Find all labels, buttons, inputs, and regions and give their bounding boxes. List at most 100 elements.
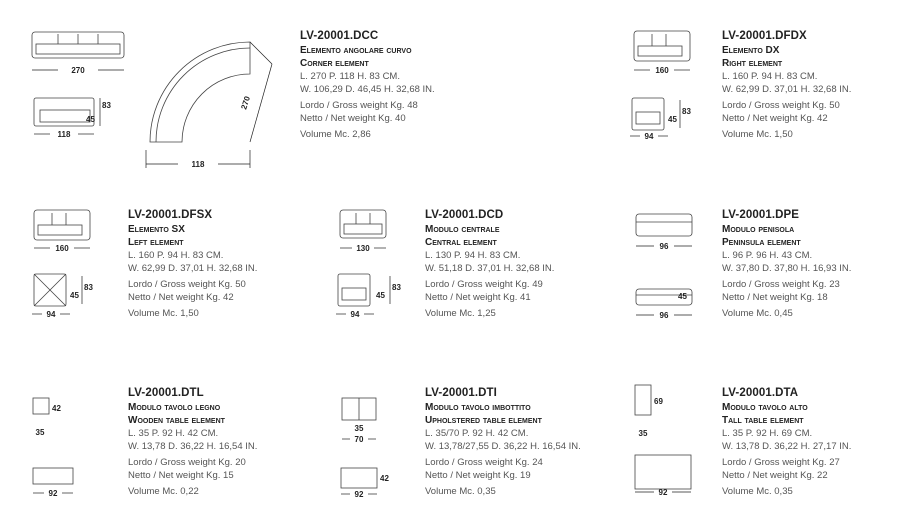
name-italian: Modulo tavolo imbottito	[425, 402, 531, 413]
dimensions-cm: L. 160 P. 94 H. 83 CM.	[128, 250, 224, 261]
depth-label: 96	[660, 311, 669, 320]
net-weight: Netto / Net weight Kg. 19	[425, 469, 531, 481]
spec-dfdx: LV-20001.DFDX Elemento DX Right element …	[722, 29, 851, 142]
height-label: 83	[102, 101, 111, 110]
name-italian: Elemento DX	[722, 45, 780, 56]
gross-weight: Lordo / Gross weight Kg. 49	[425, 279, 543, 290]
volume: Volume Mc. 0,22	[128, 486, 199, 497]
depth-label: 118	[58, 130, 71, 139]
width-label: 130	[356, 244, 370, 253]
dfsx-side-drawing: 83 45 94	[32, 273, 93, 319]
volume: Volume Mc. 0,35	[722, 486, 793, 497]
depth-label: 94	[47, 310, 56, 319]
volume: Volume Mc. 2,86	[300, 129, 371, 140]
dpe-top-drawing: 96	[635, 213, 693, 251]
name-italian: Modulo penisola	[722, 224, 795, 235]
dimensions-cm: L. 96 P. 96 H. 43 CM.	[722, 250, 813, 261]
dimensions-in: W. 13,78 D. 36,22 H. 27,17 IN.	[722, 440, 852, 452]
dcc-front-drawing: 270	[31, 31, 125, 75]
name-english: Peninsula element	[722, 236, 801, 248]
spec-dti: LV-20001.DTI Modulo tavolo imbottito Uph…	[425, 386, 581, 499]
volume: Volume Mc. 1,50	[722, 129, 793, 140]
name-english: Left element	[128, 236, 184, 248]
depth-label: 118	[192, 160, 205, 169]
dimensions-in: W. 51,18 D. 37,01 H. 32,68 IN.	[425, 262, 555, 274]
width-label: 270	[71, 66, 85, 75]
volume: Volume Mc. 0,35	[425, 486, 496, 497]
seat-height-label: 45	[86, 115, 95, 124]
net-weight: Netto / Net weight Kg. 41	[425, 291, 531, 303]
product-code: LV-20001.DCD	[425, 209, 504, 221]
product-code: LV-20001.DFDX	[722, 30, 807, 42]
dimensions-in: W. 13,78 D. 36,22 H. 16,54 IN.	[128, 440, 258, 452]
dimensions-in: W. 37,80 D. 37,80 H. 16,93 IN.	[722, 262, 852, 274]
name-english: Tall table element	[722, 414, 804, 426]
gross-weight: Lordo / Gross weight Kg. 48	[300, 100, 418, 111]
dimensions-cm: L. 35 P. 92 H. 42 CM.	[128, 428, 219, 439]
product-code: LV-20001.DFSX	[128, 209, 213, 221]
spec-dcc: LV-20001.DCC Elemento angolare curvo Cor…	[300, 29, 435, 142]
small-width-label: 35	[355, 424, 364, 433]
depth-label: 94	[645, 132, 654, 141]
product-code: LV-20001.DTL	[128, 387, 204, 399]
width-label: 35	[36, 428, 45, 437]
dta-front-drawing: 69 35	[634, 384, 663, 438]
height-label: 83	[682, 107, 691, 116]
dimensions-cm: L. 35 P. 92 H. 69 CM.	[722, 428, 813, 439]
dta-side-drawing: 92	[634, 454, 692, 497]
width-label: 160	[55, 244, 69, 253]
gross-weight: Lordo / Gross weight Kg. 23	[722, 279, 840, 290]
depth-label: 92	[355, 490, 364, 499]
seat-height-label: 45	[668, 115, 677, 124]
width-label: 160	[655, 66, 669, 75]
spec-dta: LV-20001.DTA Modulo tavolo alto Tall tab…	[722, 386, 851, 499]
spec-dpe: LV-20001.DPE Modulo penisola Peninsula e…	[722, 208, 851, 321]
dcd-front-drawing: 130	[339, 209, 387, 253]
net-weight: Netto / Net weight Kg. 22	[722, 469, 828, 481]
name-english: Corner element	[300, 57, 369, 69]
net-weight: Netto / Net weight Kg. 40	[300, 112, 406, 124]
name-english: Upholstered table element	[425, 414, 542, 426]
height-label: 69	[654, 397, 663, 406]
dimensions-in: W. 13,78/27,55 D. 36,22 H. 16,54 IN.	[425, 440, 581, 452]
seat-height-label: 45	[70, 291, 79, 300]
net-weight: Netto / Net weight Kg. 18	[722, 291, 828, 303]
gross-weight: Lordo / Gross weight Kg. 50	[722, 100, 840, 111]
dfdx-side-drawing: 83 45 94	[630, 97, 691, 141]
product-code: LV-20001.DCC	[300, 30, 379, 42]
name-english: Right element	[722, 57, 783, 69]
width-label: 96	[660, 242, 669, 251]
dtl-front-drawing: 42 35	[32, 397, 61, 437]
dtl-side-drawing: 92	[32, 467, 74, 498]
depth-label: 92	[659, 488, 668, 497]
height-label: 83	[84, 283, 93, 292]
volume: Volume Mc. 0,45	[722, 308, 793, 319]
spec-dfsx: LV-20001.DFSX Elemento SX Left element L…	[128, 208, 257, 321]
net-weight: Netto / Net weight Kg. 15	[128, 469, 234, 481]
spec-dcd: LV-20001.DCD Modulo centrale Central ele…	[425, 208, 554, 321]
height-label: 42	[52, 404, 61, 413]
gross-weight: Lordo / Gross weight Kg. 27	[722, 457, 840, 468]
net-weight: Netto / Net weight Kg. 42	[128, 291, 234, 303]
width-label: 270	[239, 95, 252, 111]
volume: Volume Mc. 1,25	[425, 308, 496, 319]
name-italian: Modulo tavolo legno	[128, 402, 221, 413]
product-code: LV-20001.DTI	[425, 387, 497, 399]
dti-front-drawing: 35 70	[341, 397, 377, 444]
seat-height-label: 45	[678, 292, 687, 301]
dti-side-drawing: 42 92	[340, 467, 389, 499]
width-label: 35	[639, 429, 648, 438]
name-italian: Elemento angolare curvo	[300, 45, 412, 56]
depth-label: 92	[49, 489, 58, 498]
spec-dtl: LV-20001.DTL Modulo tavolo legno Wooden …	[128, 386, 257, 499]
dcd-side-drawing: 83 45 94	[336, 273, 401, 319]
name-english: Wooden table element	[128, 414, 225, 426]
dcc-side-drawing: 83 45 118	[33, 97, 111, 139]
dimensions-in: W. 62,99 D. 37,01 H. 32,68 IN.	[128, 262, 258, 274]
gross-weight: Lordo / Gross weight Kg. 20	[128, 457, 246, 468]
dfsx-front-drawing: 160	[33, 209, 91, 253]
net-weight: Netto / Net weight Kg. 42	[722, 112, 828, 124]
dcc-top-drawing: 118 270	[145, 41, 273, 169]
height-label: 42	[380, 474, 389, 483]
name-italian: Elemento SX	[128, 224, 185, 235]
